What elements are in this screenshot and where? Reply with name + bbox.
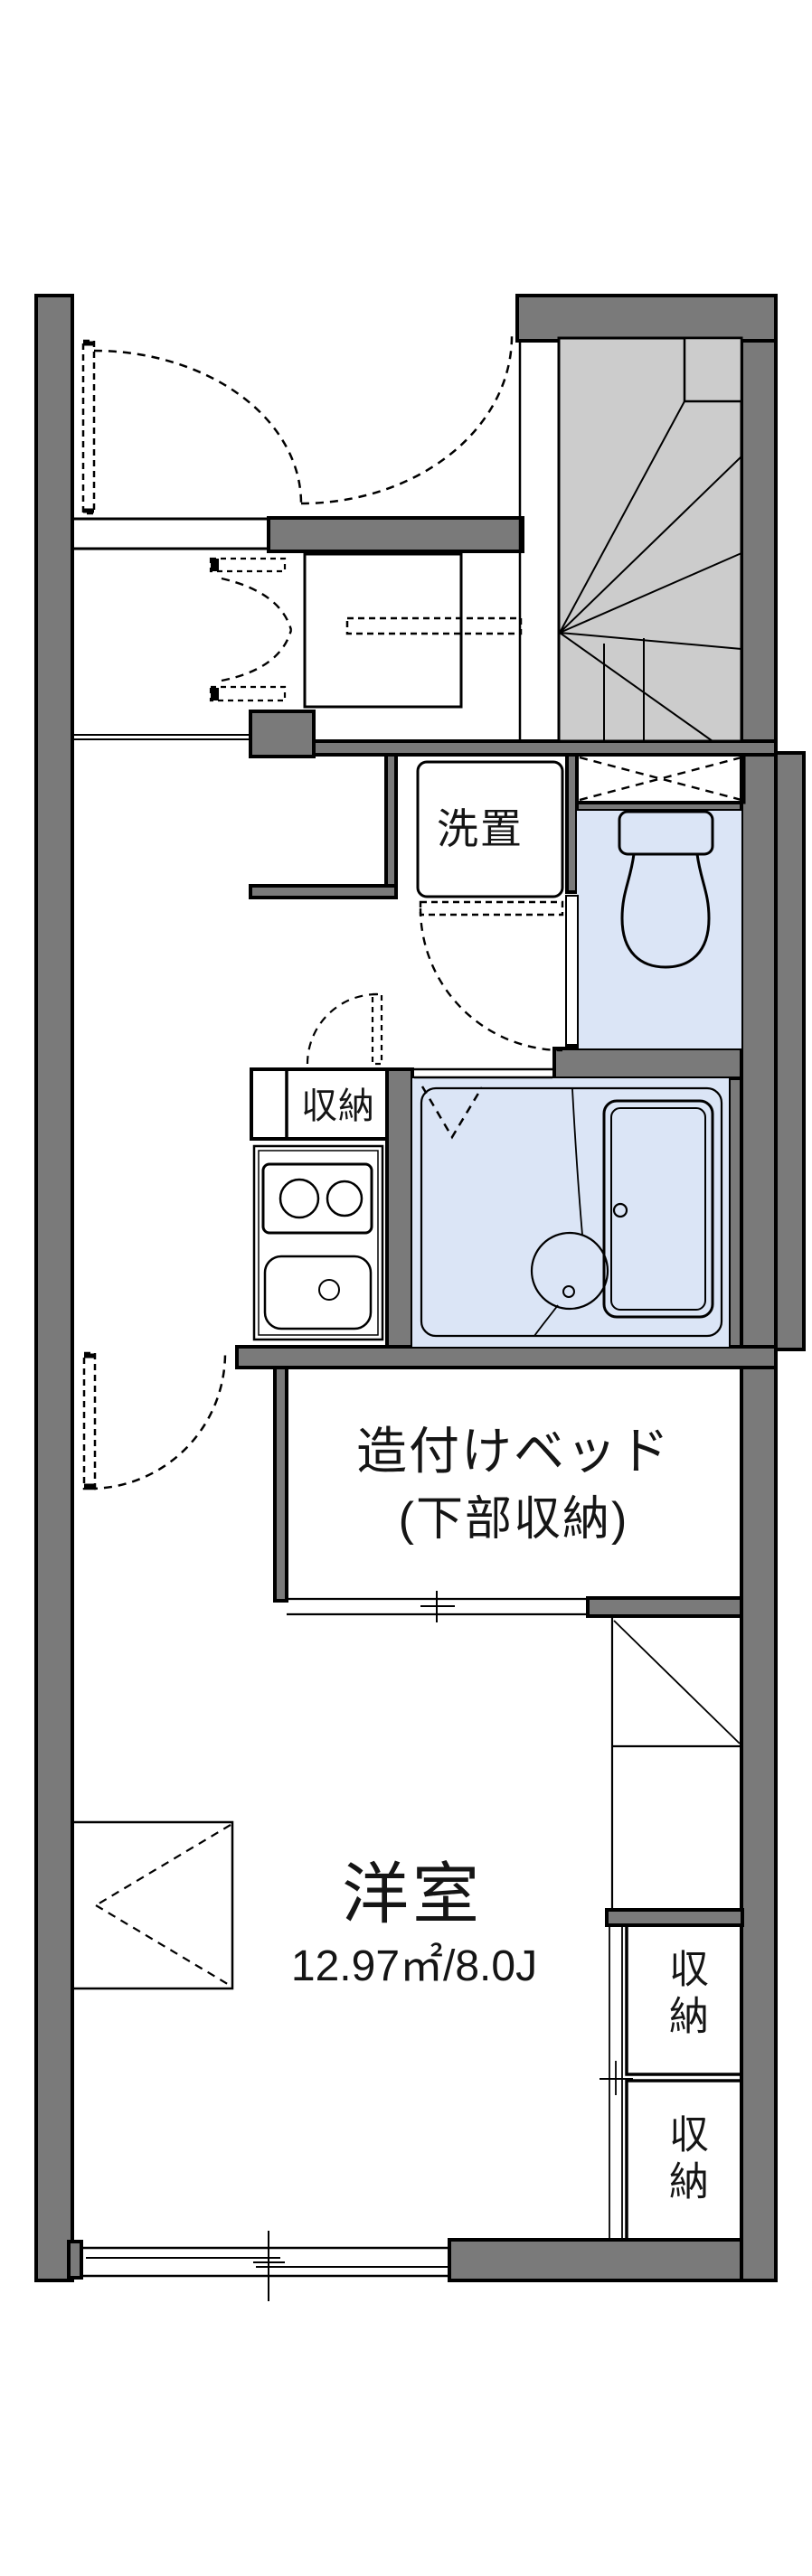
wall-hall-block xyxy=(249,710,316,758)
bathtub-icon xyxy=(602,1099,714,1319)
bed-sliding-door xyxy=(287,1591,588,1622)
entry-door-leaf-icon xyxy=(81,339,96,515)
entry-step xyxy=(74,517,269,740)
wall-bath-left xyxy=(385,1067,414,1351)
bath-floor xyxy=(420,1086,723,1338)
wall-storage-top xyxy=(605,1908,744,1927)
bifold-swing-top-icon xyxy=(221,577,293,631)
room-name-label: 洋室 xyxy=(342,1857,483,1932)
bifold-leaf-bottom-icon xyxy=(209,685,287,702)
staircase xyxy=(518,336,743,743)
small-door-swing-icon xyxy=(306,992,378,1065)
small-door-leaf-icon xyxy=(371,992,383,1066)
washer-space xyxy=(416,760,564,898)
kitchen-counter xyxy=(252,1144,384,1341)
kitchen xyxy=(250,1067,389,1341)
wall-bottom-left-stub xyxy=(67,2240,83,2280)
wall-bottom-right xyxy=(448,2238,743,2282)
drain-icon xyxy=(318,1279,340,1301)
wall-bed-top xyxy=(235,1345,778,1369)
entry-door-leaf2-icon xyxy=(345,616,523,635)
wall-bed-bottom xyxy=(586,1596,743,1618)
burner-left-icon xyxy=(279,1178,320,1219)
wall-bath-top xyxy=(552,1047,743,1080)
wall-toilet-left xyxy=(565,753,579,894)
storage-upper-box xyxy=(625,1923,743,2076)
closet-diagonal-icon xyxy=(613,1620,741,1744)
room-door xyxy=(82,1351,227,1490)
wall-left xyxy=(34,294,74,2282)
wall-entry-divider xyxy=(267,516,524,553)
entry-door-swing-left-icon xyxy=(93,349,303,504)
wall-right-bump xyxy=(774,751,806,1351)
wall-right xyxy=(740,339,778,2282)
washroom-door-leaf-icon xyxy=(419,900,564,917)
toilet-door-icon xyxy=(565,895,579,1048)
washroom-door-swing-icon xyxy=(419,907,563,1052)
kitchen-storage-label: 収納 xyxy=(301,1086,375,1126)
bifold-swing-bottom-icon xyxy=(221,629,293,682)
washroom-door xyxy=(419,895,579,1052)
toilet-room xyxy=(577,810,741,1048)
room-door-leaf-icon xyxy=(82,1351,97,1490)
kitchen-washroom-door xyxy=(306,992,383,1066)
wall-bath-right xyxy=(727,1076,743,1351)
stair-landing xyxy=(683,336,743,403)
bathroom xyxy=(412,1067,729,1347)
sink-icon xyxy=(263,1255,373,1330)
bifold-leaf-top-icon xyxy=(209,557,287,573)
bed-label-line1: 造付けベッド xyxy=(356,1423,671,1480)
bed-label-line2: (下部収納) xyxy=(398,1493,629,1546)
entry-double-door xyxy=(81,335,523,635)
wall-bed-left xyxy=(273,1366,288,1603)
tub-handle-icon xyxy=(612,1202,628,1218)
storage-upper-label: 収納 xyxy=(663,1948,707,2042)
shoe-cabinet xyxy=(209,552,463,709)
storage-lower-label: 収納 xyxy=(663,2113,707,2207)
washer-label: 洗置 xyxy=(437,805,524,852)
storage-lower-box xyxy=(625,2079,743,2242)
wall-washroom-top xyxy=(312,739,778,757)
toilet-bowl-icon xyxy=(620,852,711,969)
room-area-label: 12.97㎡/8.0J xyxy=(290,1942,538,1990)
bath-stool-icon xyxy=(530,1231,609,1311)
vent-box xyxy=(575,753,746,804)
kitchen-storage-box xyxy=(250,1067,389,1141)
burner-right-icon xyxy=(326,1180,364,1217)
room-door-swing-icon xyxy=(89,1352,227,1490)
wall-washroom-corner xyxy=(249,884,398,899)
stove-icon xyxy=(261,1162,373,1235)
wall-top xyxy=(515,294,778,343)
bath-drain-icon xyxy=(562,1285,575,1298)
walls xyxy=(34,294,806,2282)
entry-door-swing-right-icon xyxy=(300,335,514,505)
bath-door-icon xyxy=(420,1086,484,1140)
window-bay xyxy=(71,1820,234,1990)
wall-washroom-left xyxy=(384,753,398,899)
closet-column xyxy=(600,1618,743,2242)
sliding-window xyxy=(80,2231,449,2301)
